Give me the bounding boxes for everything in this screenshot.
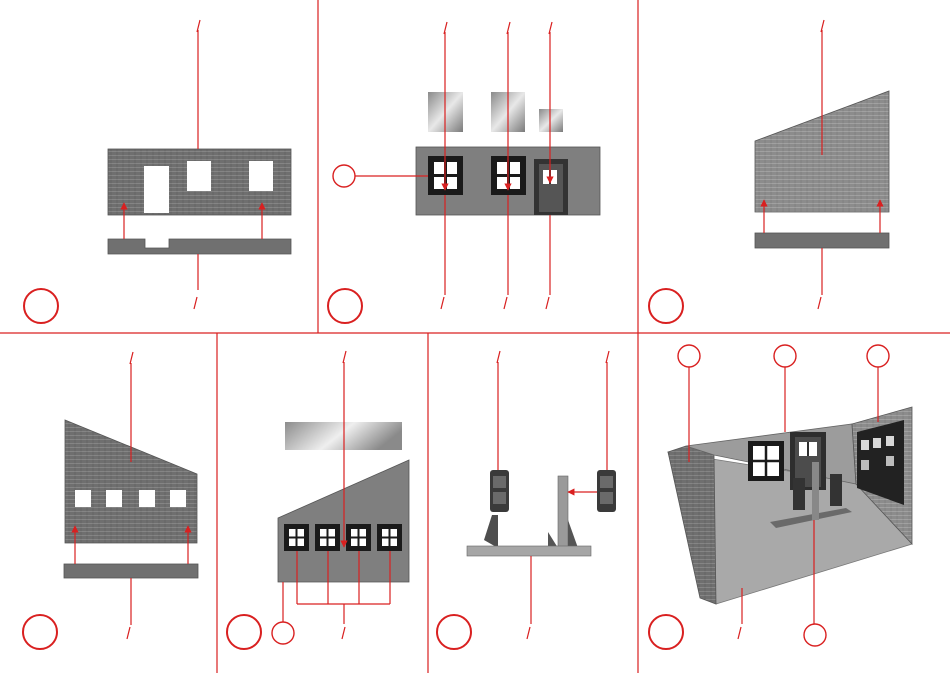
window-opening <box>139 490 155 507</box>
window-opening <box>106 490 122 507</box>
red-callout-circle <box>333 165 355 187</box>
window-opening <box>75 490 91 507</box>
red-step-circle <box>328 289 362 323</box>
red-callout-circle <box>678 345 700 367</box>
glass-pane <box>539 109 563 132</box>
pump-unit <box>490 470 509 512</box>
base-strip-part <box>64 564 198 578</box>
base-strip-part <box>755 233 889 248</box>
base-strip-part <box>108 239 291 254</box>
panel-step-3 <box>649 20 889 323</box>
red-callout-circle <box>272 622 294 644</box>
window-opening <box>249 161 273 191</box>
panel-step-7 <box>649 345 912 649</box>
red-step-circle <box>227 615 261 649</box>
panel-step-1 <box>24 20 291 323</box>
red-step-circle <box>649 289 683 323</box>
panel-step-6 <box>437 351 616 649</box>
pump-island-base <box>467 476 591 556</box>
red-step-circle <box>23 615 57 649</box>
red-step-circle <box>649 615 683 649</box>
window-opening <box>170 490 186 507</box>
panel-step-2 <box>328 22 600 323</box>
panel-step-5 <box>227 351 409 649</box>
red-callout-circle <box>867 345 889 367</box>
red-step-circle <box>437 615 471 649</box>
red-step-circle <box>24 289 58 323</box>
left-wall-part <box>668 446 716 604</box>
back-window <box>748 441 784 481</box>
window-opening <box>187 161 211 191</box>
red-callout-circle <box>774 345 796 367</box>
red-callout-circle <box>804 624 826 646</box>
panel-step-4 <box>23 352 198 649</box>
door-opening <box>144 166 169 213</box>
door-frame <box>534 159 568 215</box>
pump-unit <box>597 470 616 512</box>
